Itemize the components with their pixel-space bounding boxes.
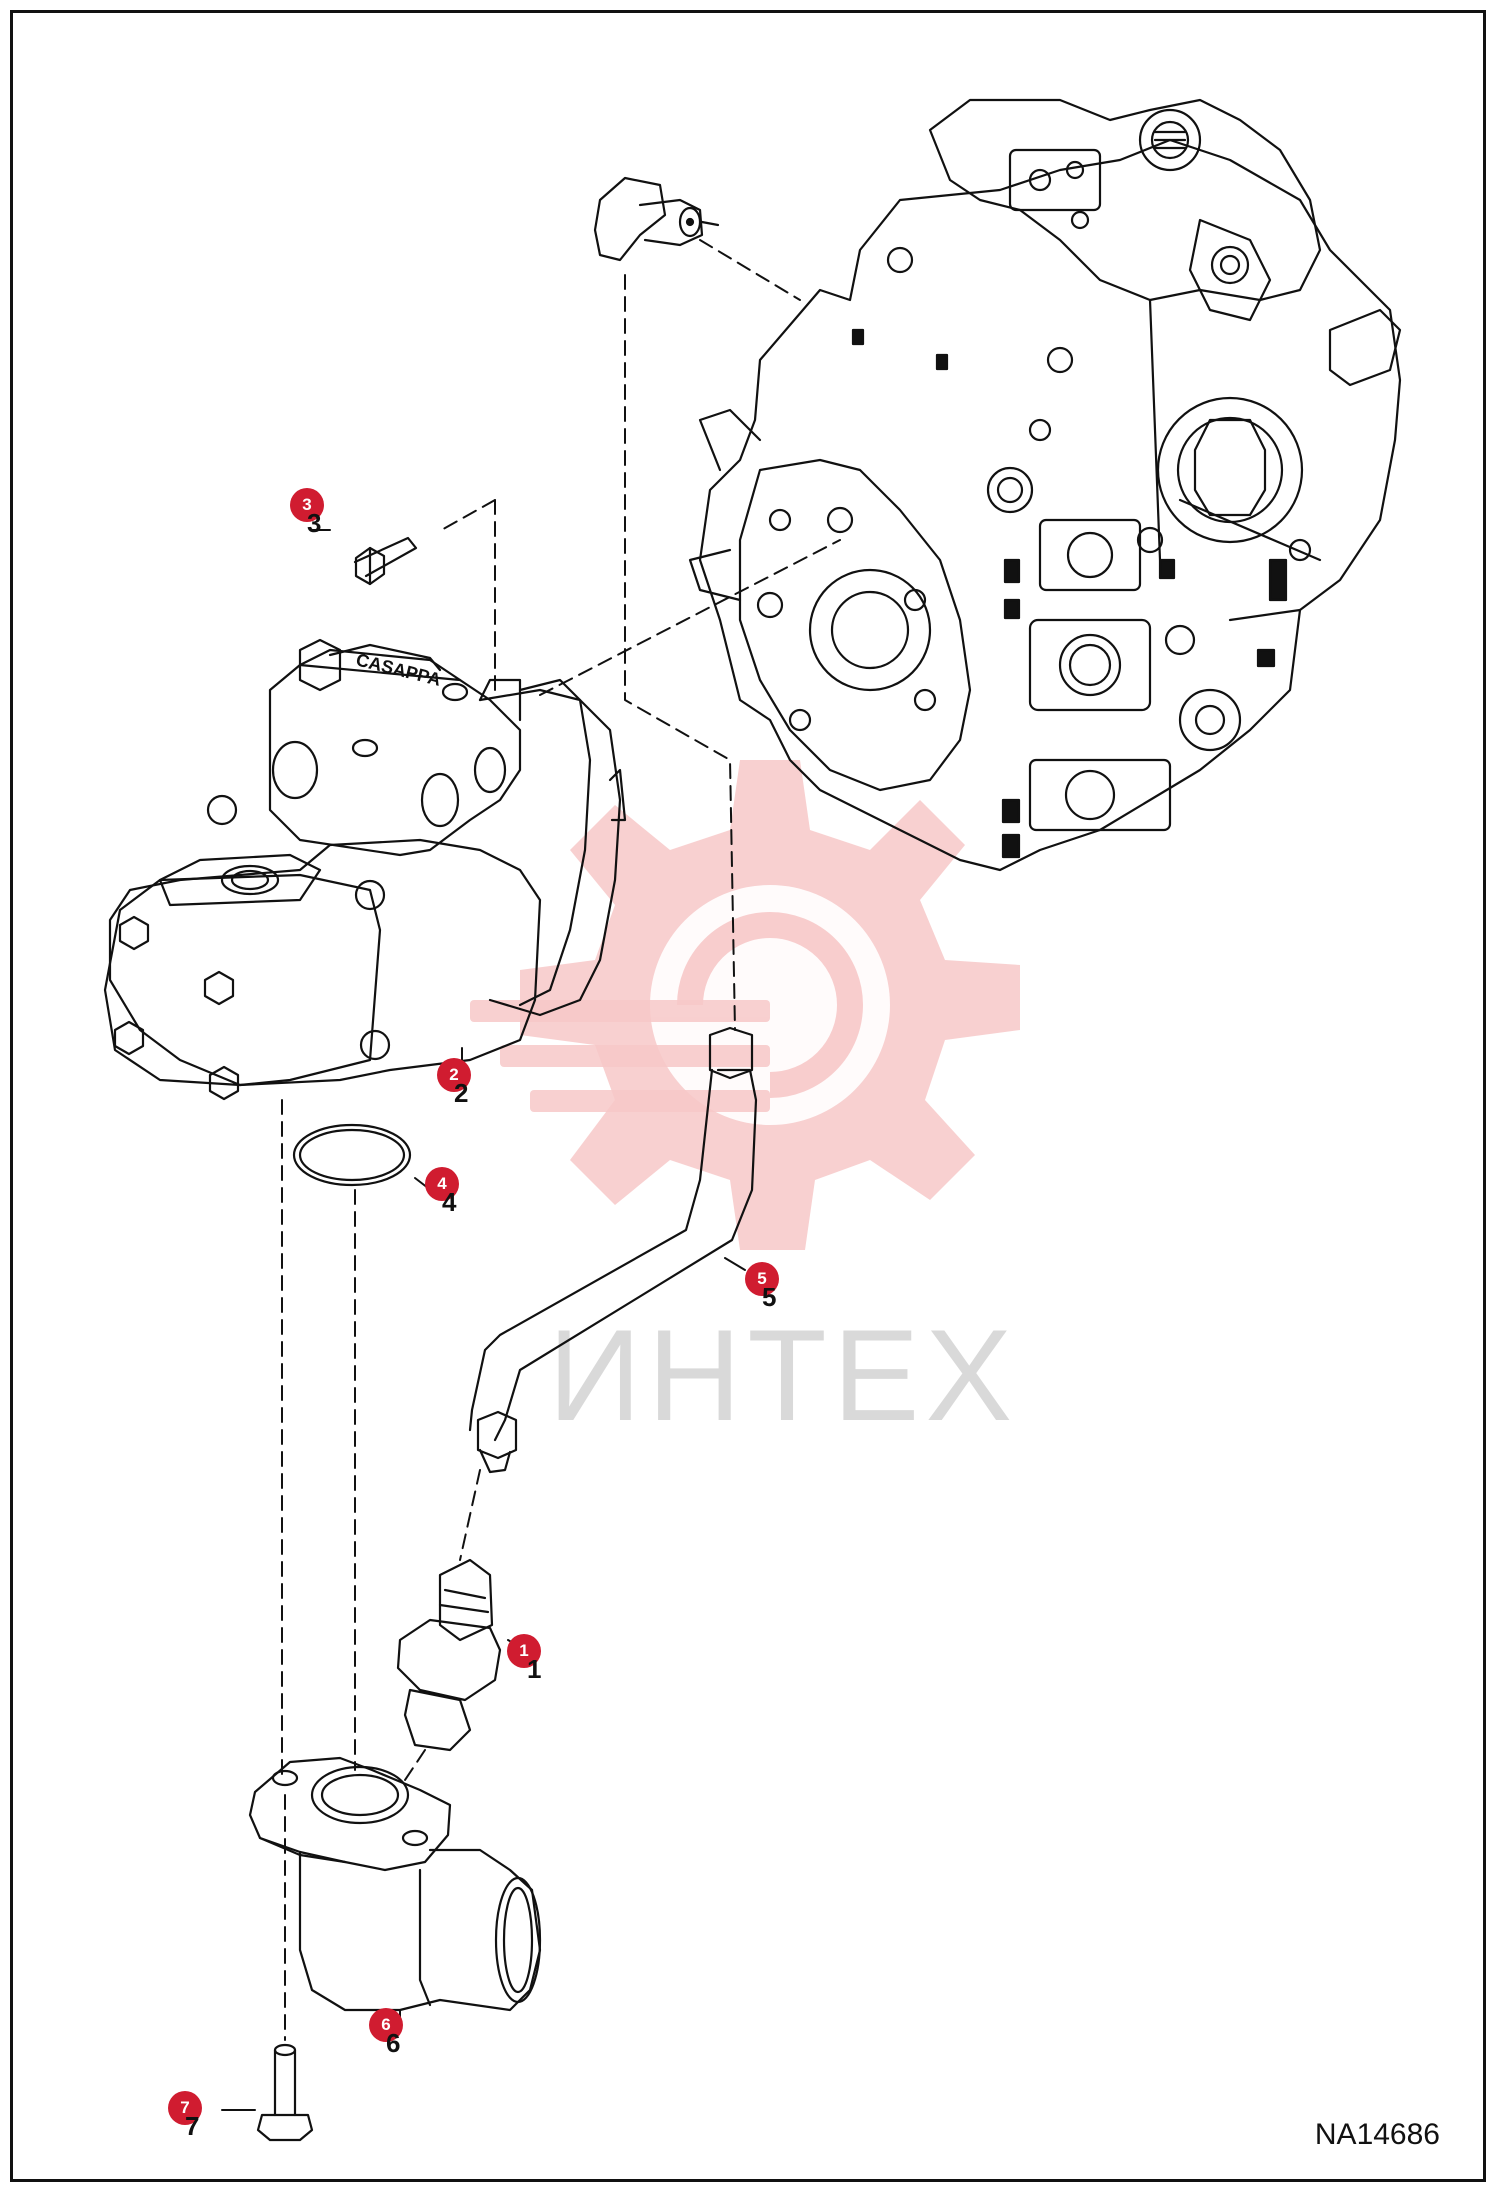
callout-7: 7 [168, 2091, 202, 2125]
callout-7-number: 7 [185, 2111, 200, 2141]
callout-1: 1 [507, 1634, 541, 1668]
callout-4-number: 4 [442, 1187, 457, 1217]
drawing-reference-code: NA14686 [1314, 2118, 1440, 2151]
callout-5: 5 [745, 1262, 779, 1296]
callout-3-number: 3 [307, 508, 322, 538]
pump-assembly-icon [688, 98, 1402, 872]
callout-4: 4 [425, 1167, 459, 1201]
watermark-text: ИНТЕХ [548, 1302, 1019, 1448]
callout-5-number: 5 [762, 1282, 777, 1312]
angle-fitting-icon [593, 176, 720, 262]
callout-6-number: 6 [386, 2028, 401, 2058]
callout-6: 6 [369, 2008, 403, 2042]
elbow-flange-icon [248, 1756, 542, 2012]
gear-pump-icon [103, 638, 627, 1101]
tube-icon [468, 1026, 758, 1474]
callout-1-number: 1 [527, 1654, 542, 1684]
callout-3: 3 [290, 488, 324, 522]
fitting-icon [396, 1558, 502, 1752]
gear-pump-brand: CASAPPA [354, 649, 443, 689]
callout-2-number: 2 [454, 1078, 469, 1108]
flange-bolt-icon [256, 2043, 314, 2142]
bolt-icon [353, 536, 418, 586]
callout-2: 2 [437, 1058, 471, 1092]
o-ring-icon [292, 1123, 412, 1187]
